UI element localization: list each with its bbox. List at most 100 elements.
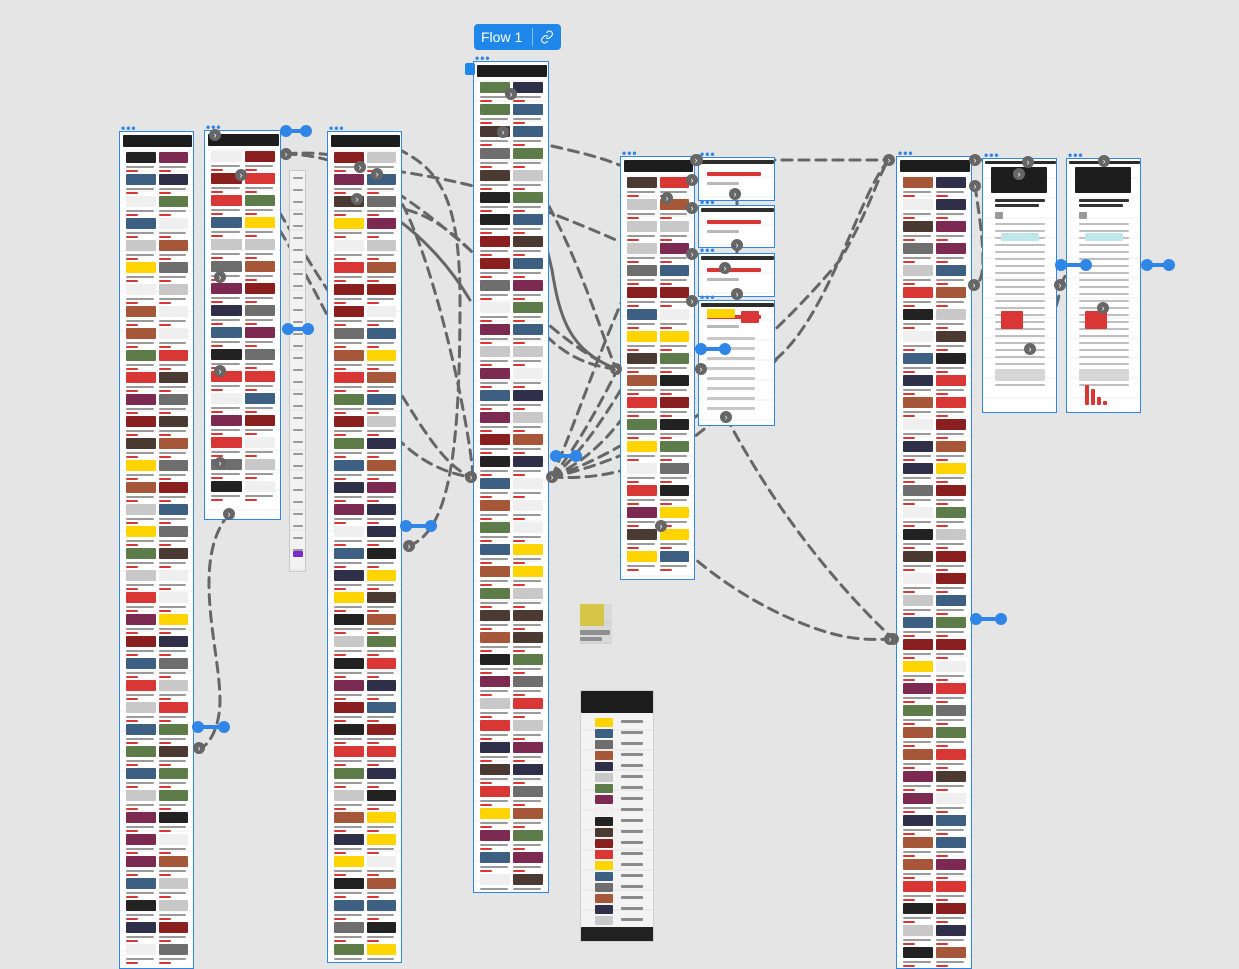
- more-dots-icon[interactable]: •••: [1068, 148, 1084, 162]
- connection-handle-icon[interactable]: [282, 323, 294, 335]
- chevron-connector-icon[interactable]: ›: [193, 742, 205, 754]
- more-dots-icon[interactable]: •••: [700, 243, 716, 257]
- connection-handle-icon[interactable]: [1163, 259, 1175, 271]
- connection-handle-icon[interactable]: [1141, 259, 1153, 271]
- frame-article-a[interactable]: [982, 158, 1057, 413]
- chevron-connector-icon[interactable]: ›: [280, 148, 292, 160]
- popup-text: [707, 387, 755, 390]
- connection-handle-icon[interactable]: [425, 520, 437, 532]
- more-dots-icon[interactable]: •••: [700, 290, 716, 304]
- frame-article-narrow[interactable]: [289, 170, 306, 572]
- chevron-connector-icon[interactable]: ›: [729, 188, 741, 200]
- more-dots-icon[interactable]: •••: [700, 147, 716, 161]
- chevron-connector-icon[interactable]: ›: [1013, 168, 1025, 180]
- chevron-connector-icon[interactable]: ›: [214, 365, 226, 377]
- chevron-connector-icon[interactable]: ›: [610, 363, 622, 375]
- chevron-connector-icon[interactable]: ›: [214, 271, 226, 283]
- chevron-connector-icon[interactable]: ›: [371, 168, 383, 180]
- connection-handle-icon[interactable]: [400, 520, 412, 532]
- frame-category-grid[interactable]: [327, 131, 402, 963]
- more-dots-icon[interactable]: •••: [984, 148, 1000, 162]
- start-marker-icon[interactable]: [465, 63, 475, 75]
- chevron-connector-icon[interactable]: ›: [690, 154, 702, 166]
- chevron-connector-icon[interactable]: ›: [883, 154, 895, 166]
- more-dots-icon[interactable]: •••: [329, 121, 345, 135]
- chevron-connector-icon[interactable]: ›: [686, 202, 698, 214]
- chevron-connector-icon[interactable]: ›: [235, 169, 247, 181]
- category-tag: [244, 279, 257, 281]
- chevron-connector-icon[interactable]: ›: [1097, 302, 1109, 314]
- category-tag: [158, 412, 171, 414]
- connection-handle-icon[interactable]: [719, 343, 731, 355]
- news-thumbnail: [903, 815, 933, 826]
- connection-handle-icon[interactable]: [695, 343, 707, 355]
- chevron-connector-icon[interactable]: ›: [223, 508, 235, 520]
- news-text: [513, 206, 541, 208]
- chevron-connector-icon[interactable]: ›: [731, 239, 743, 251]
- news-text: [126, 452, 154, 454]
- chevron-connector-icon[interactable]: ›: [546, 471, 558, 483]
- connection-handle-icon[interactable]: [970, 613, 982, 625]
- connection-handle-icon[interactable]: [570, 450, 582, 462]
- frame-dark-page[interactable]: [580, 690, 654, 942]
- chevron-connector-icon[interactable]: ›: [969, 154, 981, 166]
- connection-handle-icon[interactable]: [218, 721, 230, 733]
- chevron-connector-icon[interactable]: ›: [655, 520, 667, 532]
- chevron-connector-icon[interactable]: ›: [968, 279, 980, 291]
- chevron-connector-icon[interactable]: ›: [465, 471, 477, 483]
- chevron-connector-icon[interactable]: ›: [720, 411, 732, 423]
- chevron-connector-icon[interactable]: ›: [884, 633, 896, 645]
- chevron-connector-icon[interactable]: ›: [214, 457, 226, 469]
- more-dots-icon[interactable]: •••: [475, 51, 491, 65]
- chevron-connector-icon[interactable]: ›: [1054, 279, 1066, 291]
- chevron-connector-icon[interactable]: ›: [1098, 155, 1110, 167]
- chevron-connector-icon[interactable]: ›: [497, 126, 509, 138]
- connection-handle-icon[interactable]: [280, 125, 292, 137]
- frame-popup-4[interactable]: [698, 300, 775, 426]
- news-text: [903, 499, 931, 501]
- connection-handle-icon[interactable]: [995, 613, 1007, 625]
- news-thumbnail: [936, 331, 966, 342]
- chevron-connector-icon[interactable]: ›: [719, 262, 731, 274]
- frame-home-left[interactable]: [119, 131, 194, 969]
- chevron-connector-icon[interactable]: ›: [403, 540, 415, 552]
- connection-handle-icon[interactable]: [192, 721, 204, 733]
- news-thumbnail: [366, 856, 396, 867]
- connection-handle-icon[interactable]: [300, 125, 312, 137]
- flow-label[interactable]: Flow 1: [474, 24, 562, 50]
- chevron-connector-icon[interactable]: ›: [1022, 156, 1034, 168]
- link-icon[interactable]: [539, 29, 555, 45]
- chevron-connector-icon[interactable]: ›: [354, 161, 366, 173]
- connection-handle-icon[interactable]: [1080, 259, 1092, 271]
- connection-handle-icon[interactable]: [302, 323, 314, 335]
- news-thumbnail: [211, 305, 242, 316]
- chevron-connector-icon[interactable]: ›: [686, 295, 698, 307]
- frame-mid-grid[interactable]: [620, 156, 695, 580]
- chevron-connector-icon[interactable]: ›: [695, 363, 707, 375]
- more-dots-icon[interactable]: •••: [898, 146, 914, 160]
- frame-right-feed[interactable]: [896, 156, 972, 969]
- chevron-connector-icon[interactable]: ›: [351, 193, 363, 205]
- frame-flow-home[interactable]: [473, 61, 549, 893]
- chevron-connector-icon[interactable]: ›: [686, 174, 698, 186]
- chevron-connector-icon[interactable]: ›: [209, 129, 221, 141]
- more-dots-icon[interactable]: •••: [622, 146, 638, 160]
- news-text: [903, 587, 931, 589]
- frame-small-thumb[interactable]: [580, 604, 612, 644]
- chevron-connector-icon[interactable]: ›: [686, 248, 698, 260]
- frame-article-long[interactable]: [204, 130, 281, 520]
- chevron-connector-icon[interactable]: ›: [1024, 343, 1036, 355]
- news-text: [158, 694, 186, 696]
- category-tag: [480, 496, 492, 498]
- chevron-connector-icon[interactable]: ›: [505, 88, 517, 100]
- more-dots-icon[interactable]: •••: [121, 121, 137, 135]
- chevron-connector-icon[interactable]: ›: [731, 288, 743, 300]
- chevron-connector-icon[interactable]: ›: [661, 192, 673, 204]
- news-thumbnail: [126, 856, 156, 867]
- connection-handle-icon[interactable]: [1055, 259, 1067, 271]
- connection-handle-icon[interactable]: [550, 450, 562, 462]
- more-dots-icon[interactable]: •••: [700, 195, 716, 209]
- chevron-connector-icon[interactable]: ›: [969, 180, 981, 192]
- frame-article-b[interactable]: [1066, 158, 1141, 413]
